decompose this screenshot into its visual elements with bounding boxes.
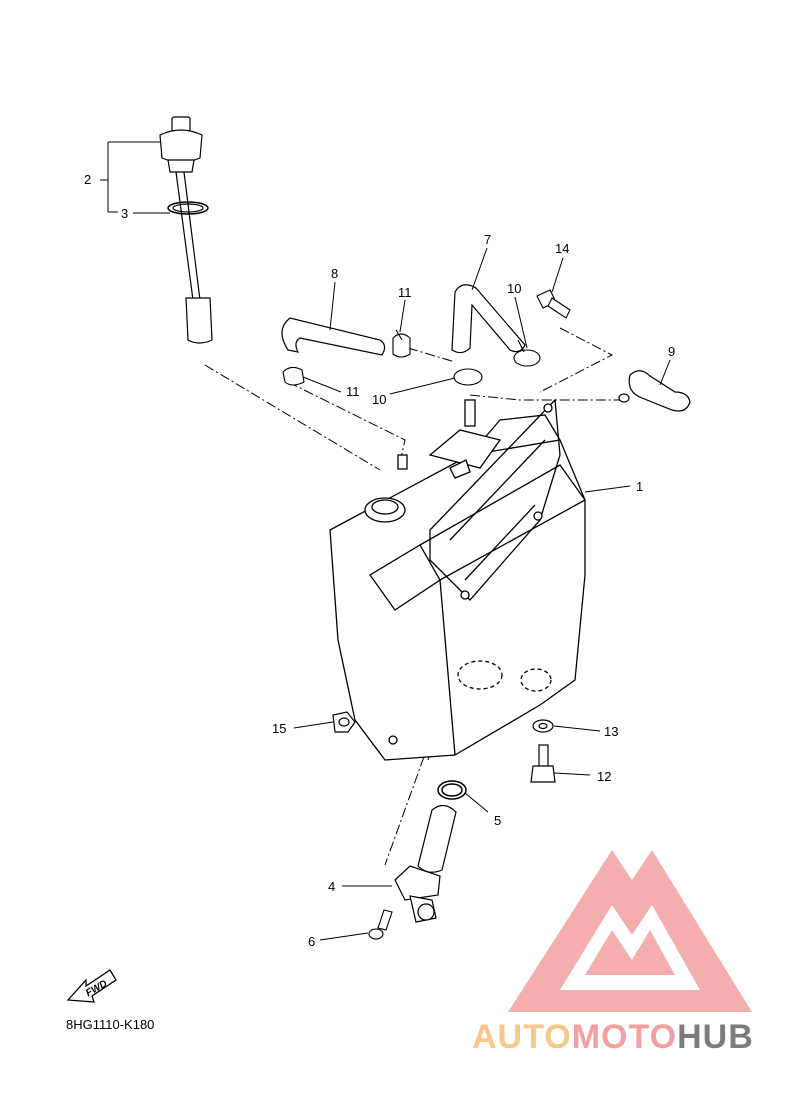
callout-8: 8 — [331, 266, 338, 281]
watermark-logo-icon — [508, 850, 752, 1012]
bolt-6 — [368, 909, 393, 940]
washer-13 — [532, 719, 554, 733]
strainer-union-4 — [394, 804, 457, 923]
callout-10-lower: 10 — [372, 392, 386, 407]
clamp-10-upper — [513, 339, 541, 367]
callout-2: 2 — [84, 172, 91, 187]
callout-11-lower: 11 — [346, 384, 360, 399]
watermark-text: AUTOMOTOHUB — [472, 1018, 754, 1057]
callout-labels: 1 2 3 4 5 6 7 8 9 10 10 11 11 12 13 14 1… — [84, 172, 675, 949]
oil-level-gauge — [159, 116, 213, 344]
callout-10-upper: 10 — [507, 281, 521, 296]
breather-hose — [281, 317, 386, 356]
callout-6: 6 — [308, 934, 315, 949]
elbow-fitting — [618, 370, 691, 412]
drain-bolt-12 — [530, 744, 556, 783]
watermark-moto: MOTO — [571, 1018, 678, 1056]
callout-7: 7 — [484, 232, 491, 247]
watermark-hub: HUB — [677, 1018, 754, 1056]
callout-15: 15 — [272, 721, 286, 736]
callout-4: 4 — [328, 879, 335, 894]
clamp-upper — [392, 329, 411, 358]
clamp-10-lower — [453, 368, 483, 386]
watermark-auto: AUTO — [472, 1018, 572, 1056]
callout-13: 13 — [604, 724, 618, 739]
callout-1: 1 — [636, 479, 643, 494]
clamp-lower — [282, 366, 305, 386]
o-ring-5 — [437, 780, 467, 800]
callout-14: 14 — [555, 241, 569, 256]
diagram-code: 8HG1110-K180 — [66, 1017, 155, 1032]
oil-tank — [329, 398, 586, 761]
callout-9: 9 — [668, 344, 675, 359]
fwd-label: FWD — [84, 978, 109, 999]
callout-11-upper: 11 — [398, 285, 412, 300]
leader-lines — [100, 141, 671, 941]
nut-15 — [332, 711, 356, 733]
forward-arrow-icon: FWD — [66, 969, 117, 1003]
bolt-14 — [536, 289, 571, 319]
callout-5: 5 — [494, 813, 501, 828]
callout-12: 12 — [597, 769, 611, 784]
callout-3: 3 — [121, 206, 128, 221]
